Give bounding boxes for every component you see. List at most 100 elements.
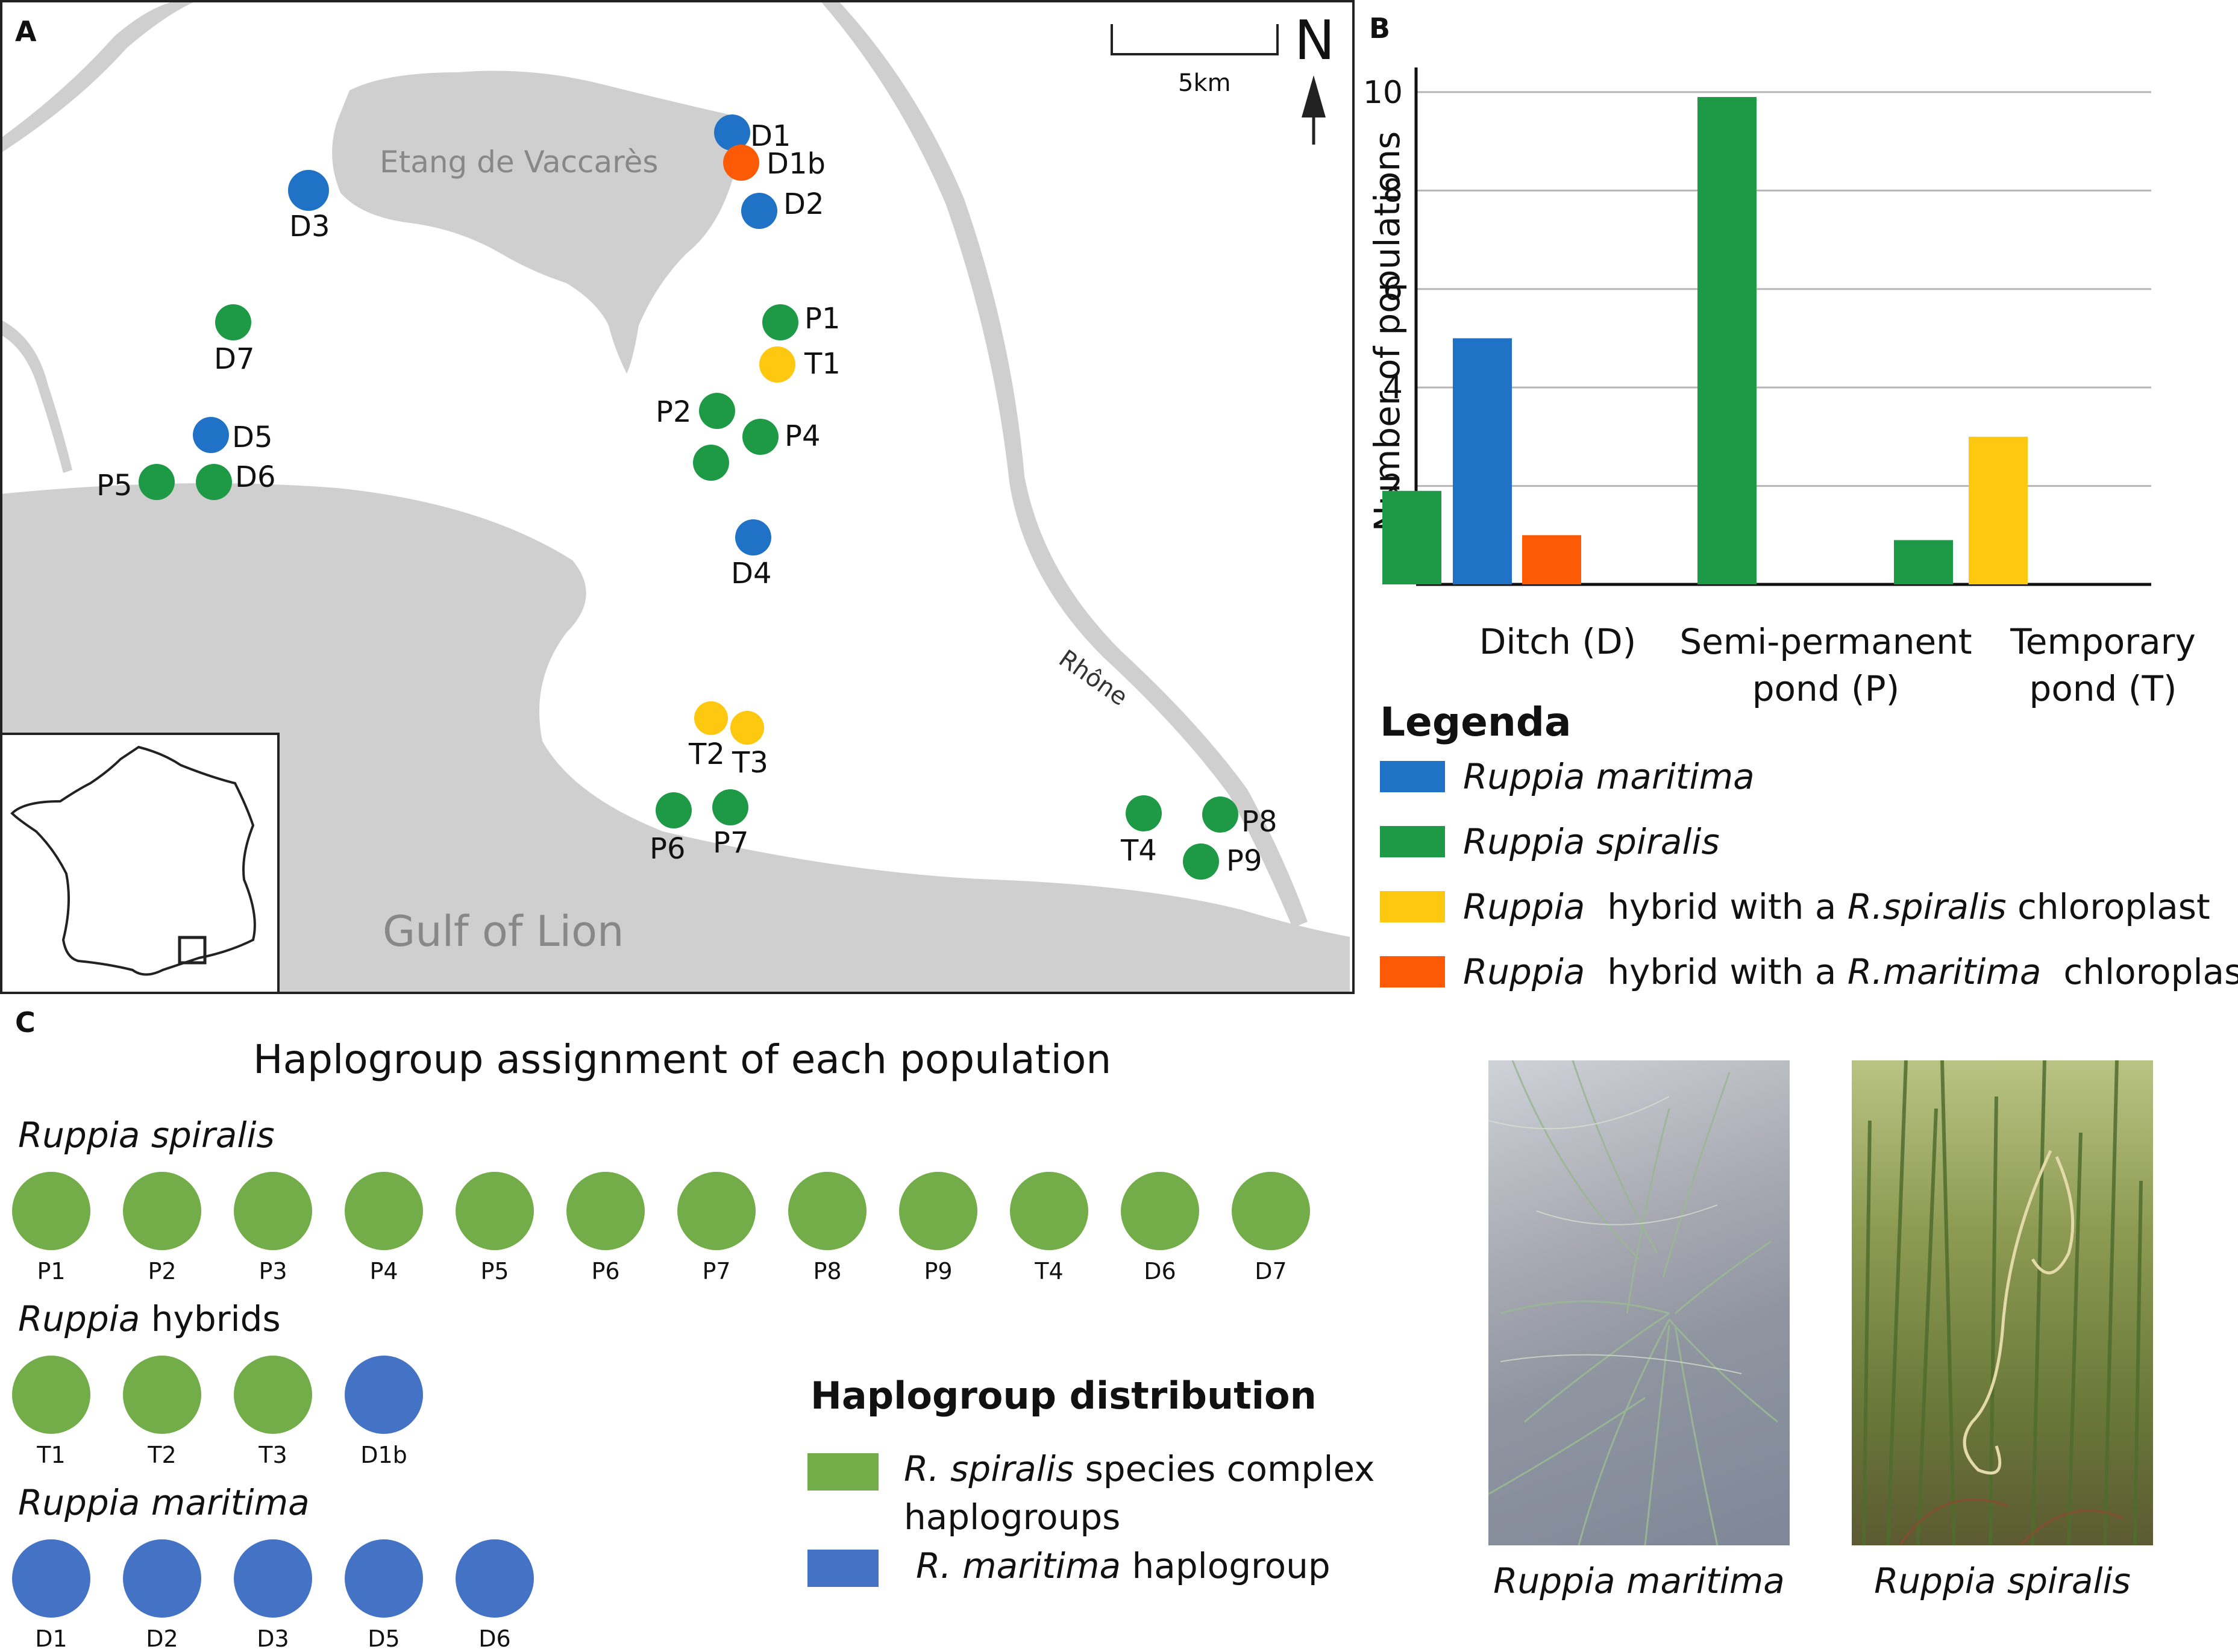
photo-ruppia-maritima — [1488, 1060, 1790, 1545]
haplogroup-circle — [12, 1356, 90, 1434]
x-category-label: Temporary — [2010, 621, 2196, 662]
legend-text: hybrid with a — [1585, 886, 1848, 927]
y-tick-label: 6 — [1383, 272, 1403, 308]
caption-maritima: Ruppia maritima — [1493, 1560, 1785, 1601]
haplogroup-label: D5 — [368, 1625, 400, 1652]
dist-spiralis-italic: R. spiralis — [904, 1448, 1074, 1489]
map-site-marker — [288, 170, 329, 211]
legend-text: Ruppia maritima — [1463, 756, 1755, 797]
haplogroup-label: D6 — [478, 1625, 511, 1652]
legend-item: Ruppia hybrid with a R.maritima chloropl… — [1380, 951, 2238, 992]
map-site-label: P7 — [713, 826, 748, 860]
haplogroup-circle — [123, 1356, 201, 1434]
x-category-label: pond (T) — [2030, 668, 2177, 709]
haplogroup-circle — [12, 1539, 90, 1618]
haplogroup-circle — [234, 1539, 312, 1618]
haplogroup-circle — [788, 1172, 867, 1250]
map-site-label: D3 — [289, 210, 330, 243]
group-name: Ruppia maritima — [18, 1482, 310, 1523]
dist-swatch-maritima — [807, 1550, 879, 1587]
map-site-label: P8 — [1241, 805, 1277, 839]
haplogroup-label: P1 — [37, 1258, 66, 1284]
panel-c: C Haplogroup assignment of each populati… — [0, 1000, 1446, 1652]
map-site-unlabeled-dot — [693, 445, 729, 481]
map-site-marker — [730, 711, 764, 745]
haplogroup-label: P6 — [591, 1258, 620, 1284]
haplogroup-label: P5 — [480, 1258, 509, 1284]
map-site-label: P1 — [804, 302, 840, 336]
y-tick-label: 10 — [1363, 75, 1403, 111]
haplogroup-label: D6 — [1144, 1258, 1176, 1284]
legend-text: chloroplast — [2041, 951, 2238, 992]
haplogroup-circle — [1010, 1172, 1088, 1250]
map-site-marker — [196, 464, 232, 500]
north-label: N — [1294, 9, 1335, 72]
dist-maritima-rest: haplogroup — [1121, 1545, 1331, 1586]
haplogroup-circle — [899, 1172, 977, 1250]
haplogroup-label: P4 — [369, 1258, 398, 1284]
bar — [1697, 97, 1757, 584]
map-site-label: P6 — [650, 832, 685, 866]
bar — [1969, 436, 2028, 584]
map-site-label: D1 — [750, 119, 791, 153]
dist-label-spiralis: R. spiralis species complex haplogroups — [904, 1445, 1374, 1541]
haplogroup-label: P9 — [924, 1258, 953, 1284]
map-site-marker — [1202, 796, 1238, 833]
map-site-marker — [656, 792, 692, 828]
map-site-marker — [759, 346, 795, 383]
haplogroup-label: T1 — [37, 1442, 66, 1468]
haplogroup-circle — [677, 1172, 756, 1250]
map-site-marker — [1183, 843, 1219, 880]
map-site-label: P2 — [656, 395, 691, 429]
legend-text: R.spiralis — [1847, 886, 2007, 927]
map-site-marker — [699, 393, 735, 429]
map-site-marker — [714, 114, 750, 151]
haplogroup-circle — [1121, 1172, 1199, 1250]
legend-text: Ruppia spiralis — [1463, 821, 1720, 862]
haplogroup-circle — [234, 1172, 312, 1250]
map-site-marker — [215, 304, 251, 340]
haplogroup-label: T3 — [259, 1442, 287, 1468]
haplogroup-label: D1b — [360, 1442, 407, 1468]
haplogroup-label: T2 — [148, 1442, 177, 1468]
dist-title: Haplogroup distribution — [810, 1374, 1317, 1418]
haplogroup-label: D1 — [35, 1625, 67, 1652]
scale-label: 5km — [1178, 69, 1231, 97]
haplogroup-circle — [456, 1172, 534, 1250]
map-site-label: D5 — [232, 421, 273, 454]
haplogroup-circle — [566, 1172, 645, 1250]
x-category-label: pond (P) — [1752, 668, 1900, 709]
haplogroup-circle — [123, 1539, 201, 1618]
legend-swatch — [1380, 956, 1445, 987]
y-tick-label: 8 — [1383, 173, 1403, 209]
haplogroup-circle — [1232, 1172, 1310, 1250]
haplogroup-circle — [12, 1172, 90, 1250]
legend-title: Legenda — [1380, 699, 1572, 745]
haplogroup-label: P3 — [259, 1258, 287, 1284]
legend-text: Ruppia — [1463, 886, 1585, 927]
spiralis-plant-image — [1862, 1060, 2143, 1545]
legend-item: Ruppia hybrid with a R.spiralis chloropl… — [1380, 886, 2210, 927]
haplogroup-circle — [123, 1172, 201, 1250]
map-site-label: T1 — [804, 347, 841, 381]
haplogroup-circle — [345, 1356, 423, 1434]
map-site-marker — [712, 789, 748, 825]
caption-spiralis: Ruppia spiralis — [1874, 1560, 2131, 1601]
x-category-label: Semi-permanent — [1679, 621, 1972, 662]
haplogroup-label: P8 — [813, 1258, 842, 1284]
legend-swatch — [1380, 891, 1445, 922]
lake-label: Etang de Vaccarès — [380, 145, 659, 180]
legend-text: chloroplast — [2006, 886, 2210, 927]
legend-item: Ruppia maritima — [1380, 756, 1755, 797]
haplogroup-label: D2 — [146, 1625, 178, 1652]
legend-item: Ruppia spiralis — [1380, 821, 1720, 862]
map-site-marker — [741, 193, 777, 229]
bar — [1894, 540, 1953, 584]
legend-swatch — [1380, 761, 1445, 792]
bar — [1453, 338, 1512, 584]
panel-a-letter: A — [15, 15, 37, 48]
map-site-label: D1b — [766, 147, 826, 181]
